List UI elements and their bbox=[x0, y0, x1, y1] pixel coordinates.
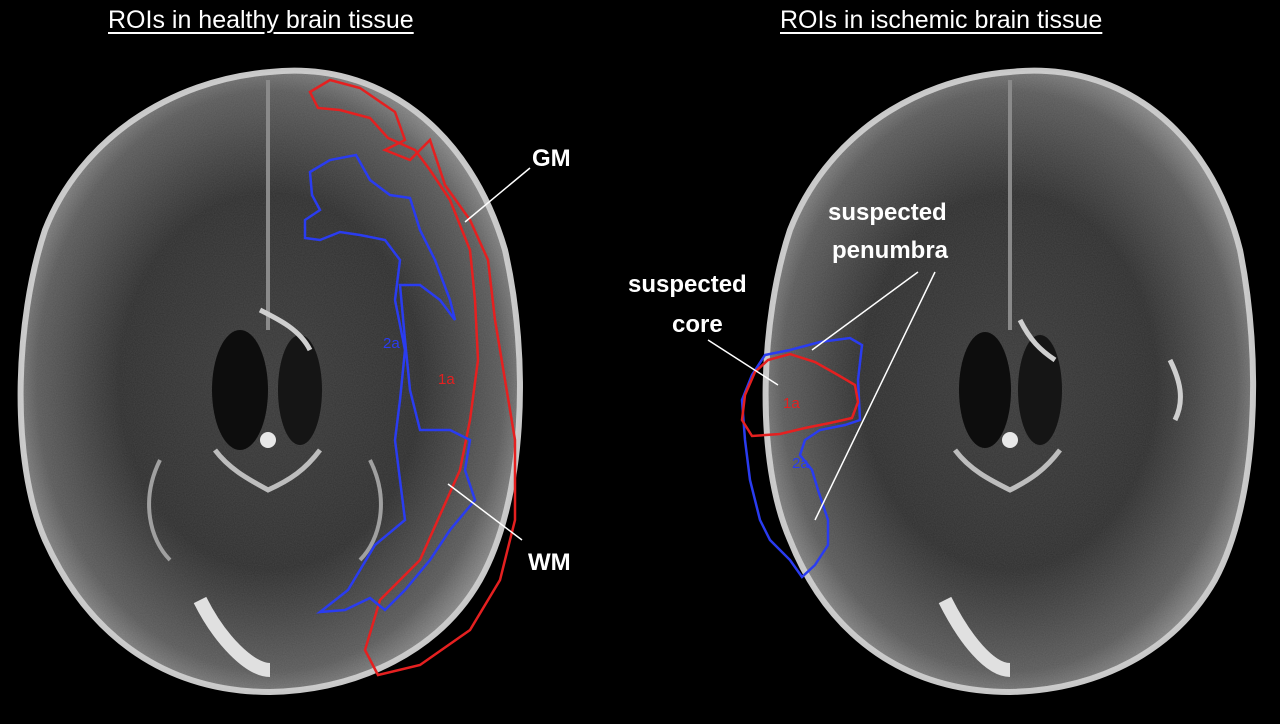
penumbra-label-line2: penumbra bbox=[832, 237, 949, 264]
core-pointer-line bbox=[707, 339, 779, 386]
roi-label-2a-left: 2a bbox=[383, 335, 400, 352]
wm-pointer-line bbox=[447, 483, 523, 541]
roi-label-2a-right: 2a bbox=[792, 455, 809, 472]
roi-label-1a-left: 1a bbox=[438, 371, 455, 388]
roi-white-matter-left bbox=[303, 153, 477, 614]
roi-core bbox=[740, 352, 860, 438]
wm-label: WM bbox=[528, 549, 571, 576]
penumbra-pointer-line-1 bbox=[811, 271, 919, 351]
roi-label-1a-right: 1a bbox=[783, 395, 800, 412]
penumbra-pointer-line-2 bbox=[814, 271, 936, 521]
roi-gray-matter-left bbox=[308, 78, 517, 677]
right-brain-slice bbox=[762, 67, 1257, 696]
left-panel-title: ROIs in healthy brain tissue bbox=[108, 6, 414, 34]
gm-pointer-line bbox=[464, 167, 531, 223]
core-label-line2: core bbox=[672, 311, 723, 338]
right-panel-title: ROIs in ischemic brain tissue bbox=[780, 6, 1103, 34]
left-brain-slice bbox=[17, 67, 523, 696]
penumbra-label-line1: suspected bbox=[828, 199, 947, 226]
gm-label: GM bbox=[532, 145, 571, 172]
core-label-line1: suspected bbox=[628, 271, 747, 298]
roi-penumbra bbox=[740, 336, 864, 579]
